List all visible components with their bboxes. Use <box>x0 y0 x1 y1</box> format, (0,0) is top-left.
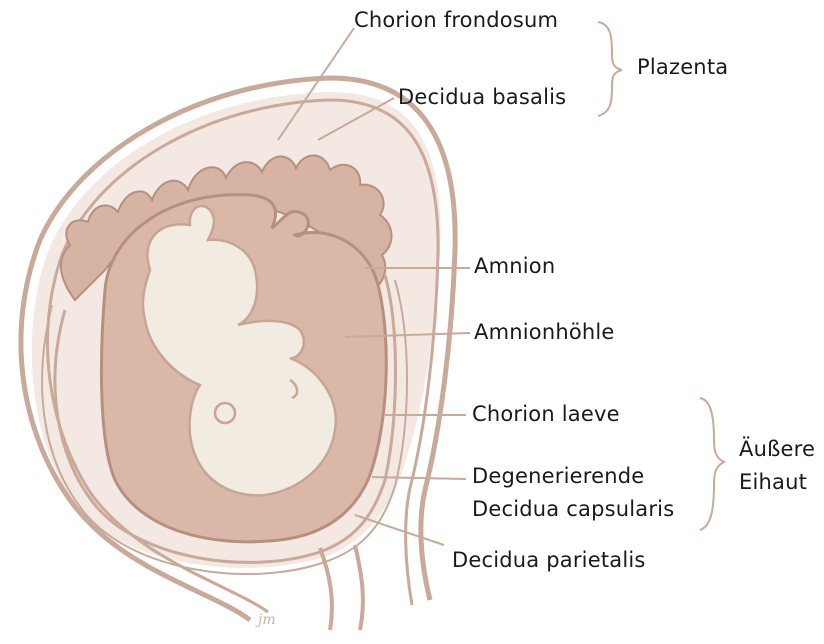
plazenta-brace <box>598 22 622 116</box>
label-eihaut: Eihaut <box>739 470 807 495</box>
label-plazenta: Plazenta <box>637 55 728 80</box>
label-decidua-basalis: Decidua basalis <box>398 85 566 110</box>
label-decidua-capsularis: Decidua capsularis <box>472 497 674 522</box>
label-degenerierende: Degenerierende <box>472 464 644 489</box>
label-chorion-frondosum: Chorion frondosum <box>354 8 558 33</box>
label-aeussere: Äußere <box>739 437 815 462</box>
artist-signature: jm <box>258 612 276 628</box>
label-amnionhoehle: Amnionhöhle <box>474 320 615 345</box>
aeussere-eihaut-brace <box>700 398 724 530</box>
label-decidua-parietalis: Decidua parietalis <box>452 548 646 573</box>
label-chorion-laeve: Chorion laeve <box>472 402 620 427</box>
label-amnion: Amnion <box>474 254 555 279</box>
cervix-right <box>355 545 363 630</box>
